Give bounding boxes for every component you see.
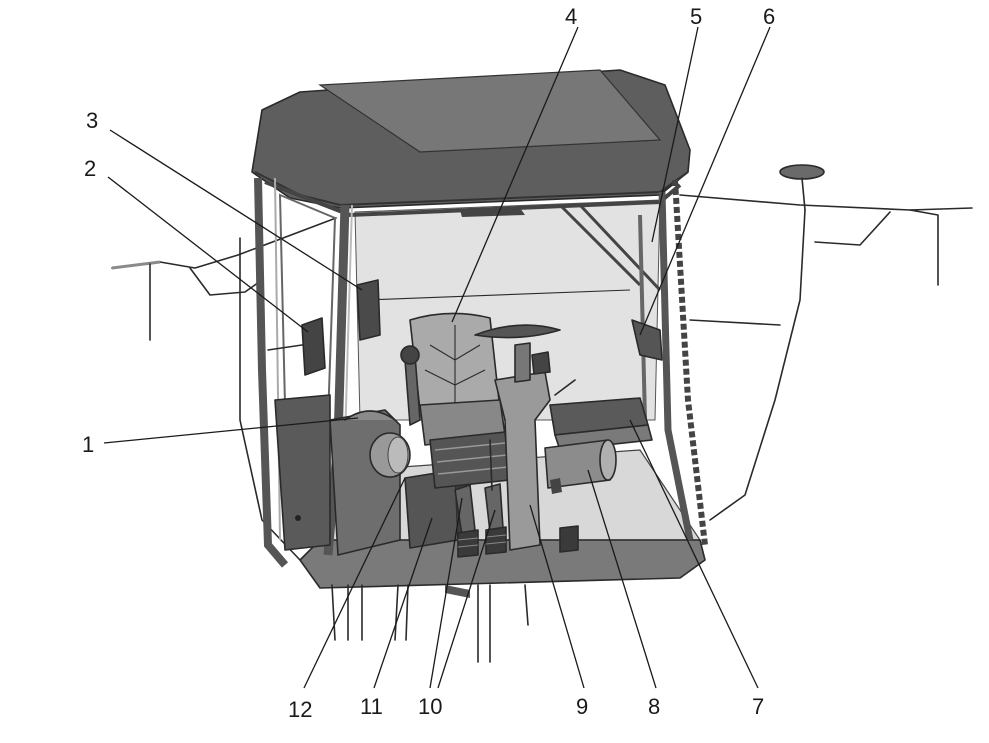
callout-3: 3 [86, 108, 98, 133]
pedals [454, 439, 579, 558]
callout-11: 11 [360, 694, 383, 719]
right-handrail [679, 164, 973, 521]
leader-lines [103, 26, 771, 689]
cab-illustration [111, 69, 973, 663]
left-handrail [111, 217, 337, 561]
under-hoses [331, 584, 529, 663]
cab-roof [251, 69, 691, 218]
callout-7: 7 [752, 694, 764, 719]
callout-1: 1 [82, 432, 94, 457]
callout-10: 10 [418, 694, 442, 719]
callout-5: 5 [690, 4, 702, 29]
callout-labels: 1 2 3 4 5 6 7 8 9 10 11 12 [82, 4, 775, 722]
cab-frame [254, 177, 708, 568]
callout-12: 12 [288, 697, 312, 722]
heater-unit [544, 439, 617, 494]
steering-column [474, 324, 561, 551]
callout-9: 9 [576, 694, 588, 719]
callout-8: 8 [648, 694, 660, 719]
callout-6: 6 [763, 4, 775, 29]
operator-seat [400, 312, 511, 489]
callout-2: 2 [84, 156, 96, 181]
callout-4: 4 [565, 4, 577, 29]
